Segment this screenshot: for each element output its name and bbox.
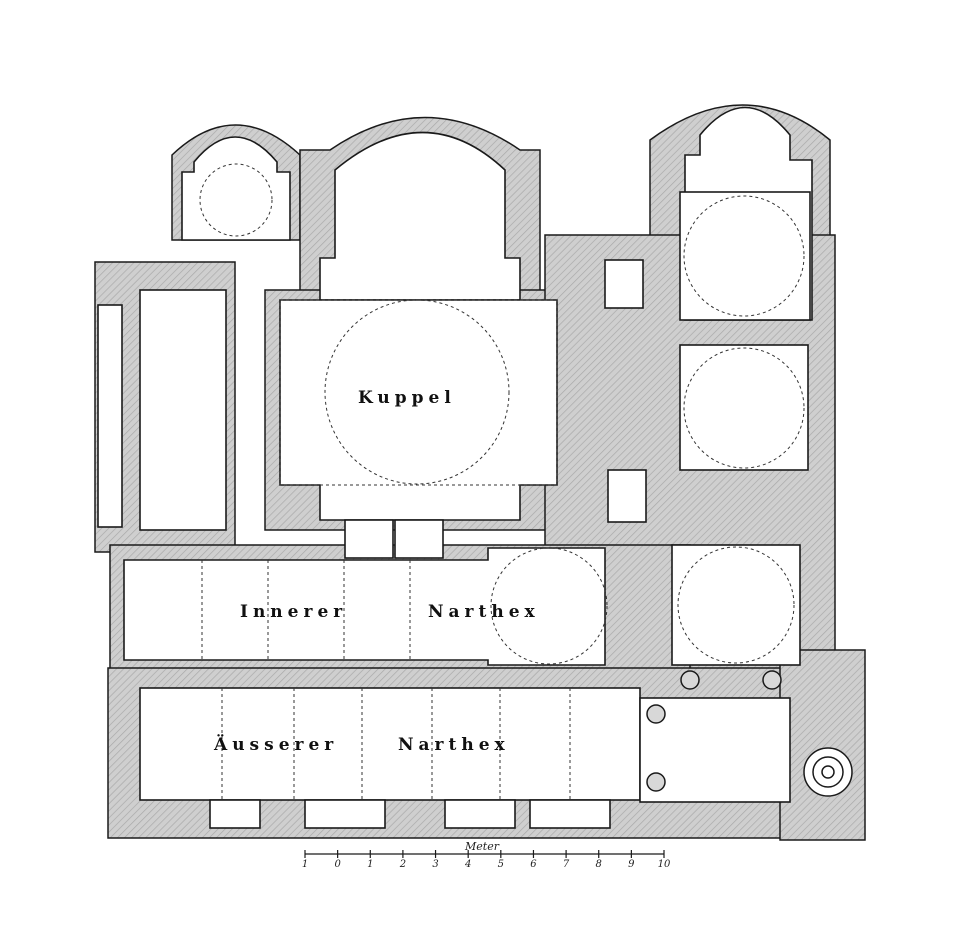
central-apse xyxy=(319,131,521,301)
buttress-4 xyxy=(529,799,611,829)
buttress-1 xyxy=(209,799,261,829)
spiral-stair xyxy=(803,747,853,797)
dome-room xyxy=(279,299,558,521)
scale-tick-label: 1 xyxy=(302,859,308,870)
scale-tick-label: 4 xyxy=(464,859,471,870)
right-bay-middle xyxy=(679,344,809,471)
rooms xyxy=(97,106,813,829)
label-outer-narthex-2: Narthex xyxy=(398,735,510,755)
label-inner-narthex-1: Innerer xyxy=(240,602,347,622)
scale-tick-label: 1 xyxy=(367,859,373,870)
small-room-a xyxy=(604,259,644,309)
buttress-3 xyxy=(444,799,516,829)
small-apse xyxy=(181,136,291,241)
scale-tick-label: 2 xyxy=(399,859,406,870)
scale-tick-label: 0 xyxy=(334,859,341,870)
buttress-2 xyxy=(304,799,386,829)
scale-tick-label: 10 xyxy=(658,859,671,870)
scale-tick-label: 3 xyxy=(432,859,438,870)
right-bay-lower xyxy=(671,544,801,666)
scale-tick-label: 6 xyxy=(530,859,537,870)
passage-2 xyxy=(394,519,444,559)
inner-narthex xyxy=(123,547,606,666)
small-room-b xyxy=(607,469,647,523)
label-dome: Kuppel xyxy=(358,388,456,408)
scale-title: Meter xyxy=(464,840,500,853)
scale-tick-label: 7 xyxy=(563,859,570,870)
vault-lines xyxy=(199,163,805,800)
scale-tick-label: 8 xyxy=(596,859,602,870)
left-corridor xyxy=(97,304,123,528)
scale-tick-label: 9 xyxy=(628,859,635,870)
columns xyxy=(646,670,782,792)
right-bay-upper xyxy=(679,191,811,321)
outer-narthex xyxy=(139,687,641,801)
passage-1 xyxy=(344,519,394,559)
left-aisle xyxy=(139,289,227,531)
label-outer-narthex-1: Äusserer xyxy=(213,734,338,755)
label-inner-narthex-2: Narthex xyxy=(428,602,540,622)
scale-tick-label: 5 xyxy=(498,859,504,870)
